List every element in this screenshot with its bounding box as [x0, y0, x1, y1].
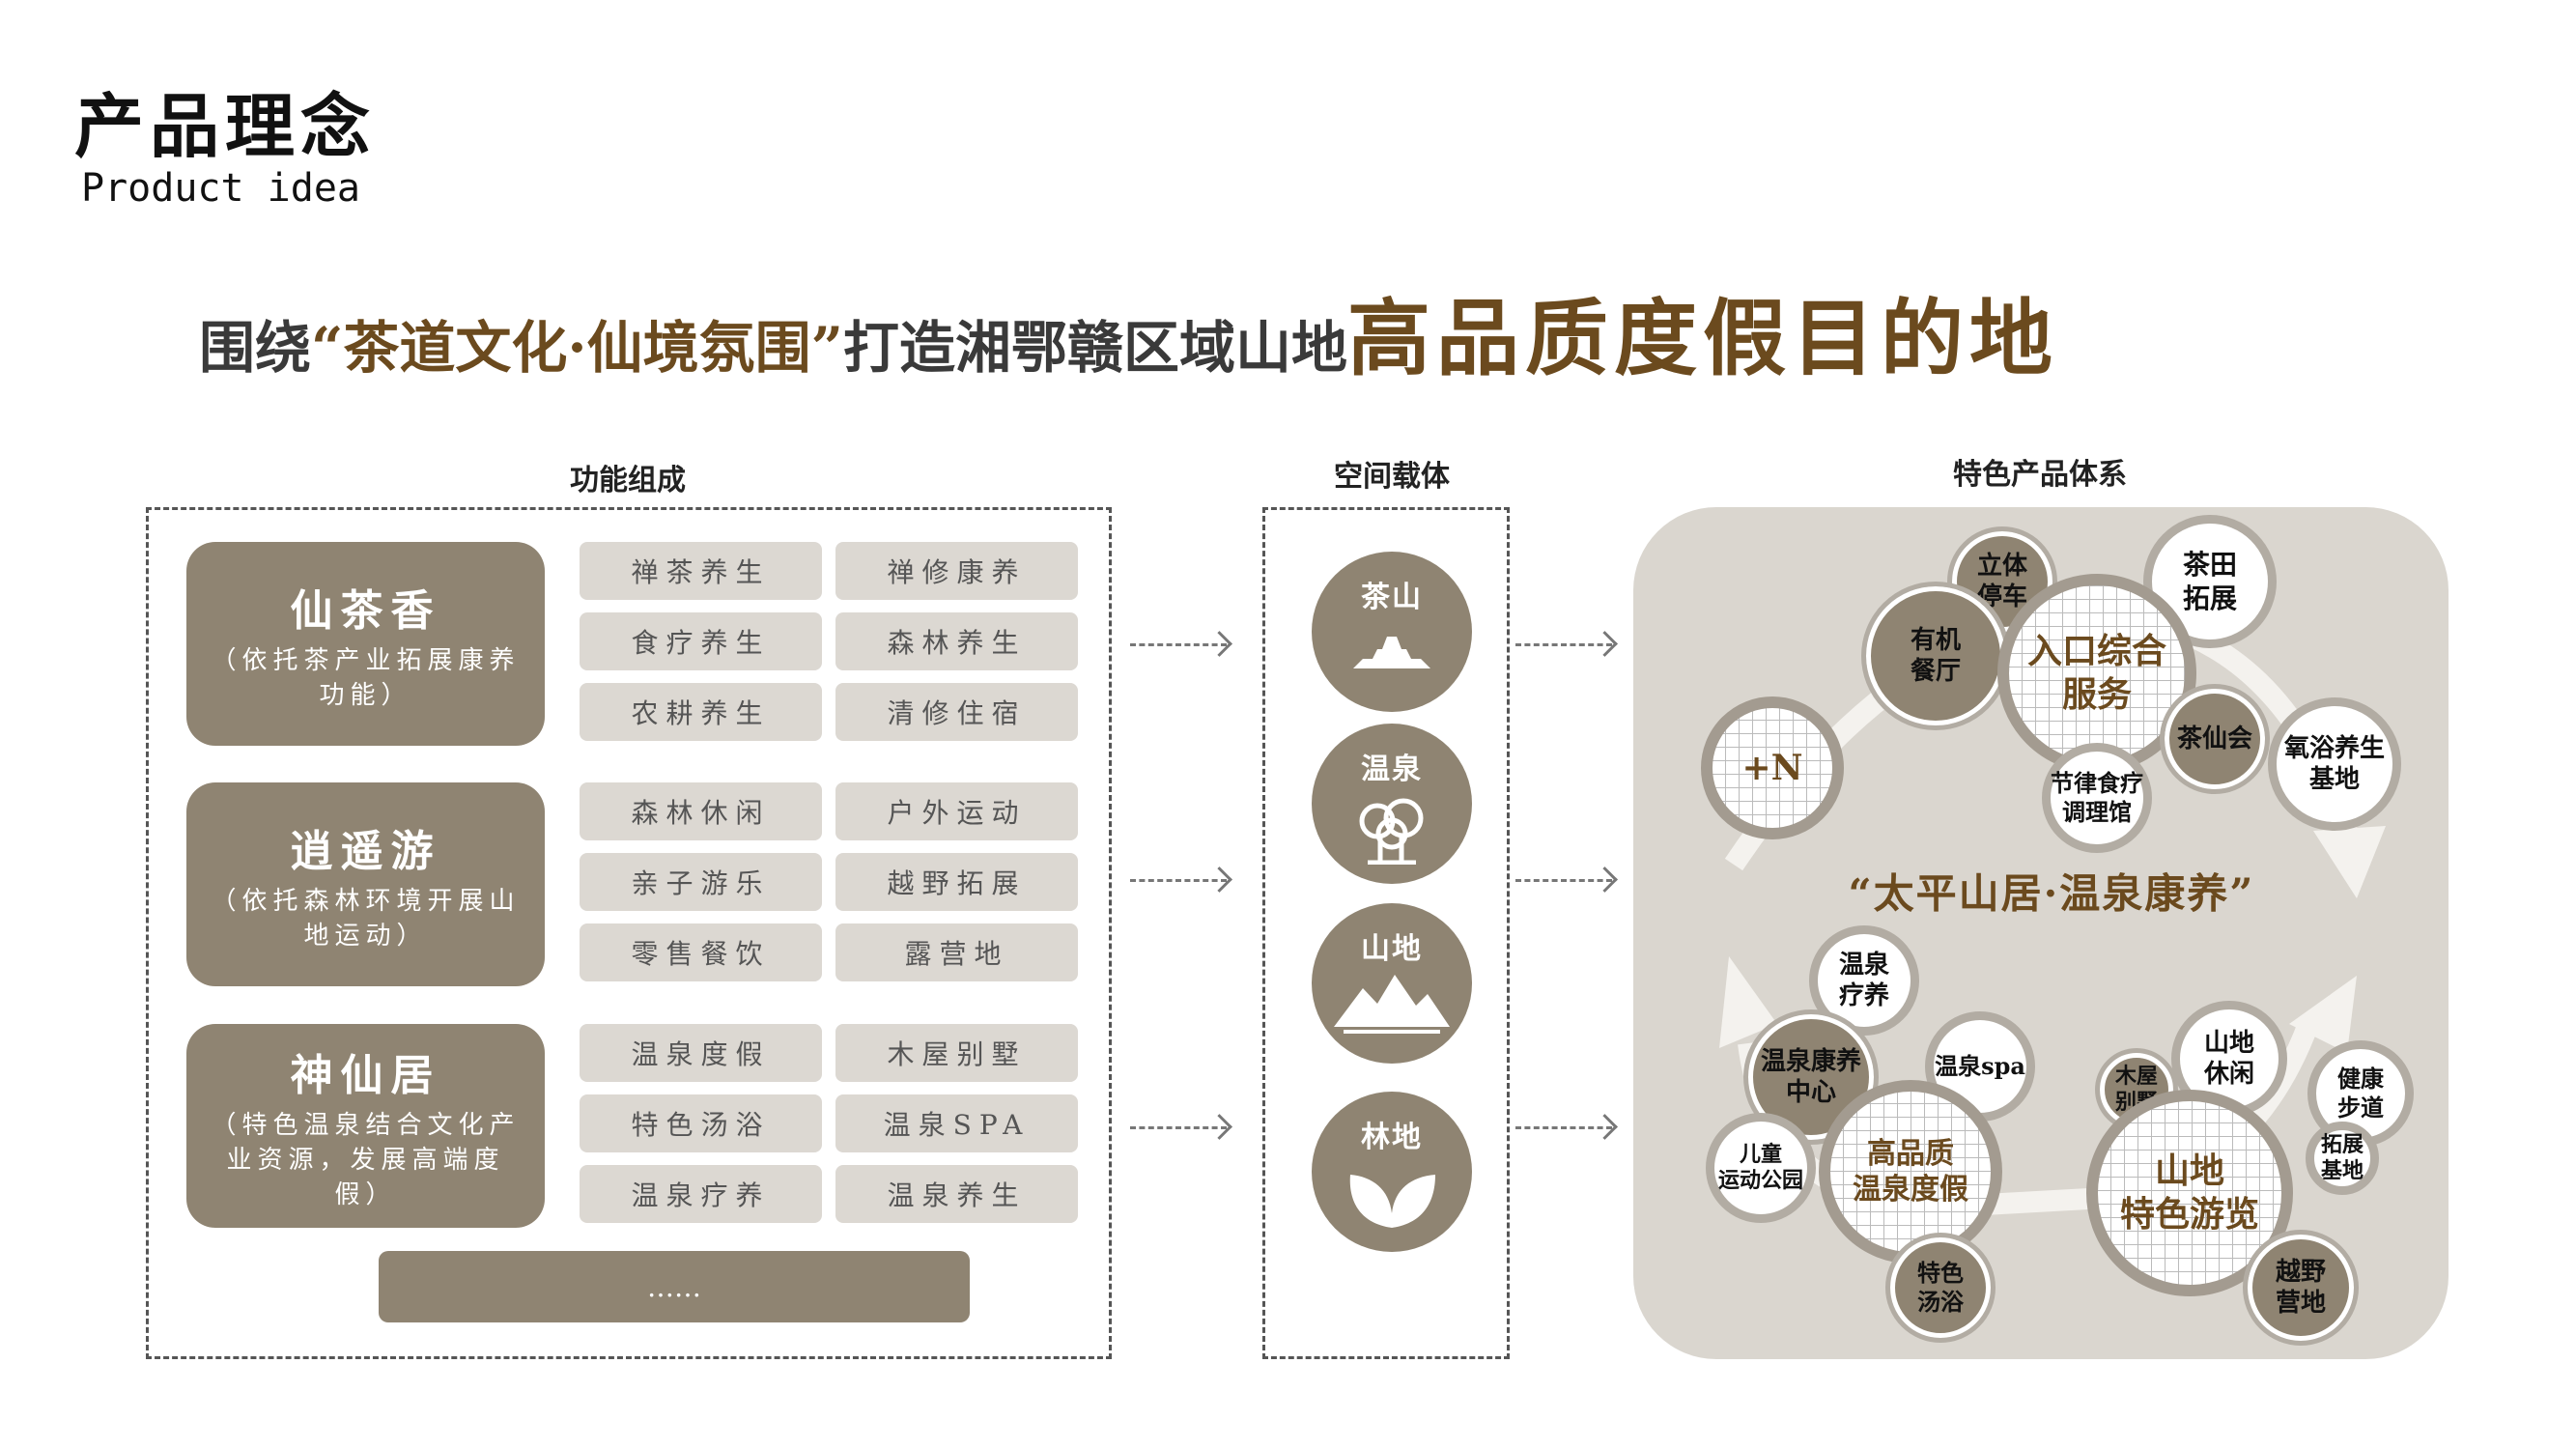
- function-item: 木屋别墅: [835, 1024, 1078, 1082]
- page-subtitle: Product idea: [81, 166, 360, 211]
- function-item: 零售餐饮: [580, 923, 822, 981]
- mountain-icon: [1334, 975, 1450, 1034]
- group-title: 仙茶香: [290, 585, 441, 636]
- section-label-function: 功能组成: [570, 464, 686, 497]
- space-hot-spring: 温泉: [1312, 724, 1472, 884]
- arrow-icon: [1130, 879, 1227, 882]
- function-item: 温泉疗养: [580, 1165, 822, 1223]
- space-tea-mountain: 茶山: [1312, 552, 1472, 712]
- product-bubble: 氧浴养生 基地: [2268, 697, 2401, 831]
- function-item: 森林养生: [835, 612, 1078, 670]
- arrow-icon: [1515, 643, 1612, 646]
- function-group-1: 逍遥游 （依托森林环境开展山地运动）: [186, 782, 545, 986]
- arrow-icon: [1515, 879, 1612, 882]
- headline-part: 围绕: [199, 315, 312, 381]
- group-description: （依托茶产业拓展康养功能）: [211, 645, 521, 710]
- product-bubble: 高品质 温泉度假: [1819, 1080, 2002, 1264]
- pyramid-icon: [1353, 637, 1430, 668]
- function-item: 露营地: [835, 923, 1078, 981]
- function-item: 温泉养生: [835, 1165, 1078, 1223]
- group-title: 逍遥游: [290, 826, 441, 876]
- product-bubble: 温泉spa: [1925, 1011, 2035, 1122]
- product-bubble: 越野 营地: [2243, 1230, 2359, 1346]
- section-label-space: 空间载体: [1334, 460, 1450, 494]
- function-item: 户外运动: [835, 782, 1078, 840]
- function-item: 清修住宿: [835, 683, 1078, 741]
- function-item: 特色汤浴: [580, 1094, 822, 1152]
- product-bubble: 茶仙会: [2160, 684, 2270, 794]
- function-item: 越野拓展: [835, 853, 1078, 911]
- leaf-icon: [1349, 1175, 1435, 1228]
- function-item: 禅茶养生: [580, 542, 822, 600]
- space-forest: 林地: [1312, 1092, 1472, 1252]
- space-label: 林地: [1361, 1121, 1423, 1154]
- function-item: 温泉SPA: [835, 1094, 1078, 1152]
- function-item: 食疗养生: [580, 612, 822, 670]
- function-item: 森林休闲: [580, 782, 822, 840]
- arrow-icon: [1130, 643, 1227, 646]
- group-description: （特色温泉结合文化产业资源，发展高端度假）: [211, 1110, 521, 1209]
- more-bar: ……: [379, 1251, 970, 1322]
- headline-part: 打造湘鄂赣区域山地: [842, 315, 1347, 381]
- space-box: [1262, 507, 1510, 1359]
- product-bubble: 拓展 基地: [2306, 1122, 2379, 1195]
- group-title: 神仙居: [290, 1050, 441, 1100]
- product-bubble: 温泉 疗养: [1809, 925, 1919, 1036]
- arrow-icon: [1515, 1126, 1612, 1129]
- space-label: 山地: [1361, 932, 1423, 966]
- headline: 围绕“茶道文化·仙境氛围”打造湘鄂赣区域山地高品质度假目的地: [199, 270, 2058, 391]
- function-group-0: 仙茶香 （依托茶产业拓展康养功能）: [186, 542, 545, 746]
- slogan: “太平山居·温泉康养”: [1848, 869, 2255, 918]
- section-label-products: 特色产品体系: [1953, 458, 2127, 492]
- function-item: 禅修康养: [835, 542, 1078, 600]
- product-bubble: 特色 汤浴: [1885, 1233, 1996, 1343]
- product-bubble: +N: [1701, 696, 1844, 839]
- arrow-icon: [1130, 1126, 1227, 1129]
- headline-emphasis: 高品质度假目的地: [1346, 290, 2058, 387]
- group-description: （依托森林环境开展山地运动）: [211, 886, 521, 951]
- function-box: [146, 507, 1112, 1359]
- function-item: 农耕养生: [580, 683, 822, 741]
- tree-icon: [1359, 798, 1424, 865]
- space-label: 温泉: [1361, 753, 1423, 786]
- space-mountain: 山地: [1312, 903, 1472, 1064]
- function-item: 温泉度假: [580, 1024, 822, 1082]
- page-title: 产品理念: [74, 86, 377, 167]
- product-bubble: 节律食疗 调理馆: [2042, 743, 2152, 853]
- function-group-2: 神仙居 （特色温泉结合文化产业资源，发展高端度假）: [186, 1024, 545, 1228]
- function-item: 亲子游乐: [580, 853, 822, 911]
- space-label: 茶山: [1361, 581, 1423, 614]
- headline-theme: “茶道文化·仙境氛围”: [311, 315, 843, 381]
- product-bubble: 儿童 运动公园: [1706, 1113, 1816, 1223]
- product-bubble: 有机 餐厅: [1861, 582, 2010, 730]
